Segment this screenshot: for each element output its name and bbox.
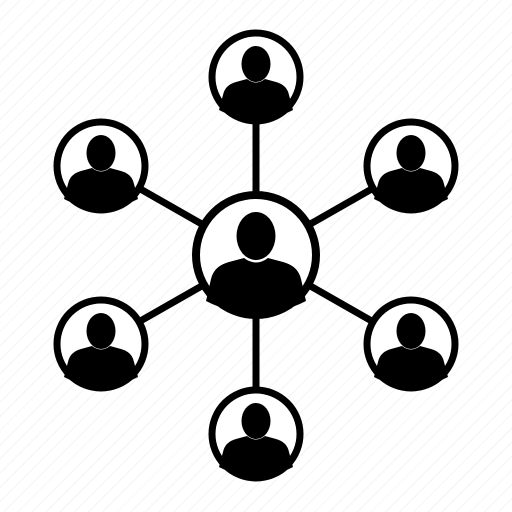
user-avatar-icon-top-left [57,122,145,210]
user-avatar-icon-center [196,195,316,315]
user-avatar-icon-top-right [367,122,455,210]
user-avatar-icon-bottom-left [57,300,145,388]
user-avatar-icon-bottom-right [367,300,455,388]
user-avatar-icon-bottom [212,390,300,478]
user-avatar-icon-top [212,33,300,121]
